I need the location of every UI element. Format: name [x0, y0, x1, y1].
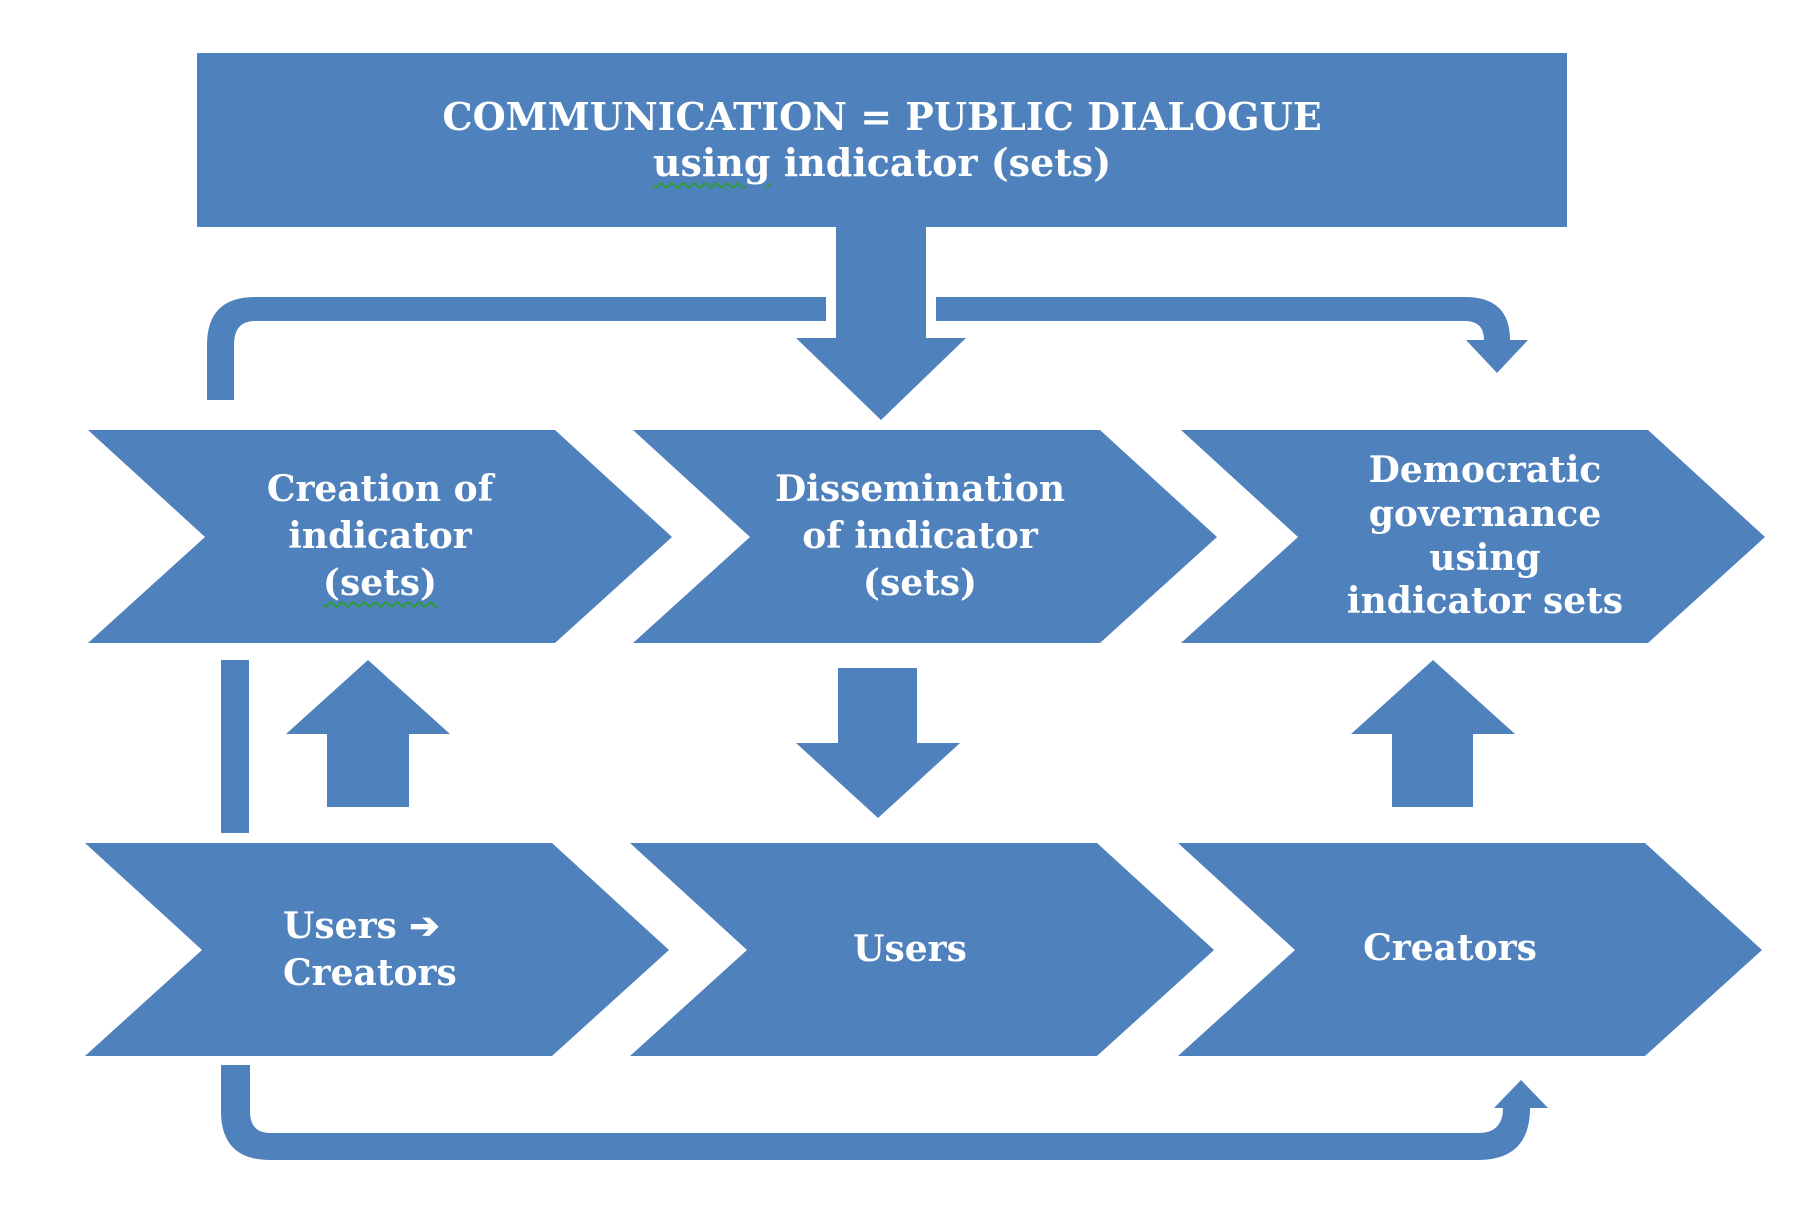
governance-label-line3: using [1429, 536, 1541, 579]
right-arrow-icon: ➔ [409, 904, 440, 947]
governance-label-line1: Democratic [1368, 448, 1602, 491]
creators-label-text: Creators [1363, 926, 1537, 969]
left-vertical-connector [221, 660, 249, 833]
banner-title-line2-rest: indicator (sets) [770, 140, 1112, 185]
right-feedback-connector [936, 297, 1528, 373]
creators-label: Creators [1300, 843, 1600, 1053]
banner-down-arrow [796, 227, 966, 420]
dissemination-label-line2: of indicator [802, 515, 1038, 558]
dissemination-label-line3: (sets) [862, 561, 978, 604]
left-feedback-connector [207, 297, 826, 400]
dissemination-label-line1: Dissemination [774, 468, 1066, 511]
governance-label: Democratic governance using indicator se… [1320, 430, 1650, 643]
users-creators-label: Users ➔ Creators [225, 843, 525, 1056]
banner-title-underlined-word: using [652, 140, 771, 185]
users-label-text: Users [853, 928, 967, 971]
users-creators-label-line2: Creators [283, 951, 457, 994]
creation-up-arrow [286, 660, 450, 807]
dissemination-chevron [633, 430, 1217, 643]
governance-label-line2: governance [1368, 492, 1602, 535]
users-chevron [630, 843, 1214, 1056]
bottom-return-connector [221, 1065, 1548, 1160]
public-dialogue-banner [197, 53, 1567, 227]
creation-chevron [88, 430, 672, 643]
governance-label-line4: indicator sets [1346, 580, 1624, 623]
users-creators-label-line1: Users ➔ [283, 904, 440, 947]
creation-label-line3: (sets) [322, 561, 438, 604]
users-label: Users [760, 843, 1060, 1056]
users-creators-chevron [85, 843, 669, 1056]
banner-title: COMMUNICATION = PUBLIC DIALOGUE using in… [197, 53, 1567, 227]
creation-label: Creation of indicator (sets) [230, 430, 530, 643]
creators-chevron [1178, 843, 1762, 1056]
creation-label-line2: indicator [288, 515, 472, 558]
creation-label-line1: Creation of [266, 468, 494, 511]
dissemination-label: Dissemination of indicator (sets) [760, 430, 1080, 643]
governance-chevron [1181, 430, 1765, 643]
dissemination-down-arrow [796, 668, 960, 818]
banner-title-line2: using indicator (sets) [653, 140, 1111, 186]
banner-title-line1: COMMUNICATION = PUBLIC DIALOGUE [442, 93, 1322, 139]
governance-up-arrow [1351, 660, 1515, 807]
